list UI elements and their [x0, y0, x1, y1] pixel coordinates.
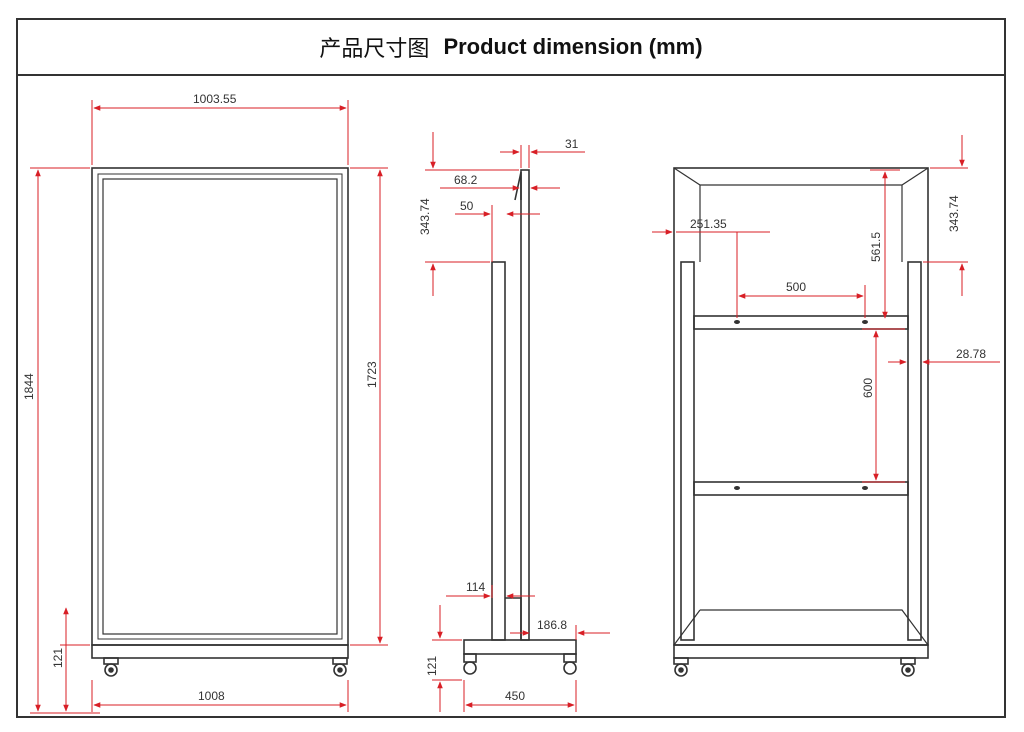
back-top-bevel [673, 167, 929, 262]
side-dimensions [425, 132, 610, 712]
back-lower-bracket [693, 481, 909, 496]
dim-back-top-height: 343.74 [947, 195, 961, 232]
dim-mount-width: 500 [786, 280, 806, 294]
title-bar: 产品尺寸图 Product dimension (mm) [18, 20, 1004, 76]
dim-side-bottom-height: 121 [425, 656, 439, 676]
back-mount-holes [734, 320, 868, 490]
dim-offset-1: 68.2 [454, 173, 478, 187]
front-base [91, 644, 349, 659]
front-screen [102, 178, 338, 635]
side-wheel-right [563, 653, 577, 675]
dim-bracket-top: 561.5 [869, 232, 883, 262]
back-left-pillar [680, 261, 695, 641]
side-view [463, 169, 577, 675]
title-en: Product dimension (mm) [443, 34, 703, 59]
side-wheel-left [463, 653, 477, 675]
dim-total-height: 1844 [22, 373, 36, 400]
dim-foot-offset: 114 [466, 580, 485, 594]
side-pillar [491, 261, 506, 641]
back-right-pillar [907, 261, 922, 641]
title-cn: 产品尺寸图 [319, 37, 430, 62]
front-wheel-left [103, 657, 119, 677]
side-base [463, 639, 577, 655]
dim-base-depth: 450 [505, 689, 525, 703]
dim-mount-height: 600 [861, 378, 875, 398]
dim-bracket-offset: 251.35 [690, 217, 727, 231]
back-dimensions [652, 135, 1000, 483]
front-inner-frame [97, 173, 343, 640]
dim-front-bottom-height: 121 [51, 648, 65, 668]
front-wheel-right [332, 657, 348, 677]
dim-offset-2: 50 [460, 199, 474, 213]
dim-thickness: 31 [565, 137, 579, 151]
side-panel [520, 169, 530, 641]
back-wheel-left [673, 657, 689, 677]
dim-top-width: 1003.55 [193, 92, 237, 106]
dim-side-top-height: 343.74 [418, 198, 432, 235]
dim-screen-height: 1723 [365, 361, 379, 388]
side-foot-bracket [505, 597, 522, 640]
back-view [673, 167, 929, 677]
dim-foot-depth: 186.8 [537, 618, 567, 632]
back-outer-frame [673, 167, 929, 646]
back-bottom-bevel [673, 609, 929, 646]
drawing-frame: 产品尺寸图 Product dimension (mm) [16, 18, 1006, 718]
back-upper-bracket [693, 315, 909, 330]
dim-base-width: 1008 [198, 689, 225, 703]
side-top-bracket [514, 171, 522, 201]
front-dimensions [30, 100, 388, 714]
back-wheel-right [900, 657, 916, 677]
dim-side-offset: 28.78 [956, 347, 986, 361]
front-view [91, 167, 349, 677]
back-base [673, 644, 929, 659]
front-outer-frame [91, 167, 349, 646]
